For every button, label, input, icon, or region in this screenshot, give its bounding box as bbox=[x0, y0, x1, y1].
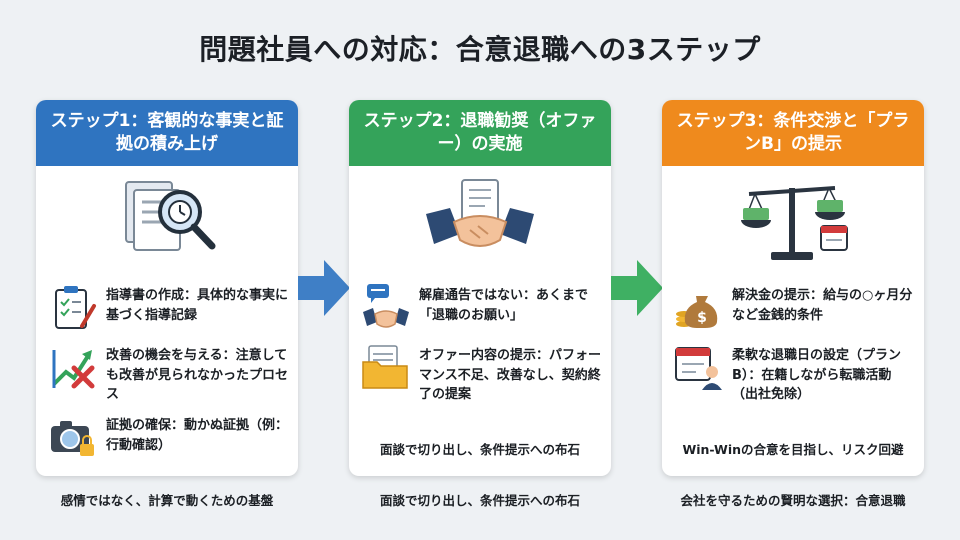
step-1-header: ステップ1：客観的な事実と証拠の積み上げ bbox=[36, 100, 298, 166]
step-2-item-text: 解雇通告ではない：あくまで「退職のお願い」 bbox=[419, 288, 589, 323]
scale-money-calendar-icon bbox=[662, 174, 924, 274]
step-3-caption: 会社を守るための賢明な選択：合意退職 bbox=[680, 493, 906, 508]
step-2-item: 解雇通告ではない：あくまで「退職のお願い」 bbox=[361, 282, 601, 332]
clipboard-pen-icon bbox=[48, 282, 98, 332]
step-3-card: ステップ3：条件交渉と「プランB」の提示 $ bbox=[662, 100, 924, 476]
money-bag-coins-icon: $ bbox=[674, 282, 724, 332]
step-2-caption: 面談で切り出し、条件提示への布石 bbox=[379, 493, 580, 508]
camera-lock-icon bbox=[48, 412, 98, 462]
step-1-item-text: 改善の機会を与える：注意しても改善が見られなかったプロセス bbox=[106, 348, 289, 402]
handshake-document-icon bbox=[349, 174, 611, 274]
step-2-item-text: オファー内容の提示：パフォーマンス不足、改善なし、契約終了の提案 bbox=[419, 348, 602, 402]
growth-arrow-cross-icon bbox=[48, 342, 98, 392]
step-1-item: 改善の機会を与える：注意しても改善が見られなかったプロセス bbox=[48, 342, 288, 405]
svg-text:$: $ bbox=[697, 310, 707, 326]
step-3-item-text: 柔軟な退職日の設定（プランB）：在籍しながら転職活動（出社免除） bbox=[732, 348, 902, 402]
step-2-header: ステップ2：退職勧奨（オファー）の実施 bbox=[349, 100, 611, 166]
step-2-item: オファー内容の提示：パフォーマンス不足、改善なし、契約終了の提案 bbox=[361, 342, 601, 405]
step-3-item: 柔軟な退職日の設定（プランB）：在籍しながら転職活動（出社免除） bbox=[674, 342, 914, 405]
step-3-item: $ 解決金の提示：給与の○ヶ月分など金銭的条件 bbox=[674, 282, 914, 332]
step-1-item: 証拠の確保：動かぬ証拠（例：行動確認） bbox=[48, 412, 288, 462]
folder-document-icon bbox=[361, 342, 411, 392]
step-1-item-text: 証拠の確保：動かぬ証拠（例：行動確認） bbox=[106, 418, 289, 453]
step-2-card: ステップ2：退職勧奨（オファー）の実施 解雇通告ではない：あくまで「退職 bbox=[349, 100, 611, 476]
step-1-card: ステップ1：客観的な事実と証拠の積み上げ bbox=[36, 100, 298, 476]
step-2-footer: 面談で切り出し、条件提示への布石 bbox=[379, 442, 580, 457]
magnifier-document-clock-icon bbox=[36, 174, 298, 274]
step-3-item-text: 解決金の提示：給与の○ヶ月分など金銭的条件 bbox=[732, 288, 913, 323]
calendar-person-icon bbox=[674, 342, 724, 392]
arrow-right-icon bbox=[298, 260, 350, 316]
page-title: 問題社員への対応：合意退職への3ステップ bbox=[199, 33, 761, 66]
step-3-header: ステップ3：条件交渉と「プランB」の提示 bbox=[662, 100, 924, 166]
step-1-item-text: 指導書の作成：具体的な事実に基づく指導記録 bbox=[106, 288, 289, 323]
speech-handshake-icon bbox=[361, 282, 411, 332]
step-3-footer: Win-Winの合意を目指し、リスク回避 bbox=[682, 442, 904, 457]
arrow-right-icon bbox=[611, 260, 663, 316]
step-1-item: 指導書の作成：具体的な事実に基づく指導記録 bbox=[48, 282, 288, 332]
step-1-caption: 感情ではなく、計算で動くための基盤 bbox=[60, 493, 274, 508]
